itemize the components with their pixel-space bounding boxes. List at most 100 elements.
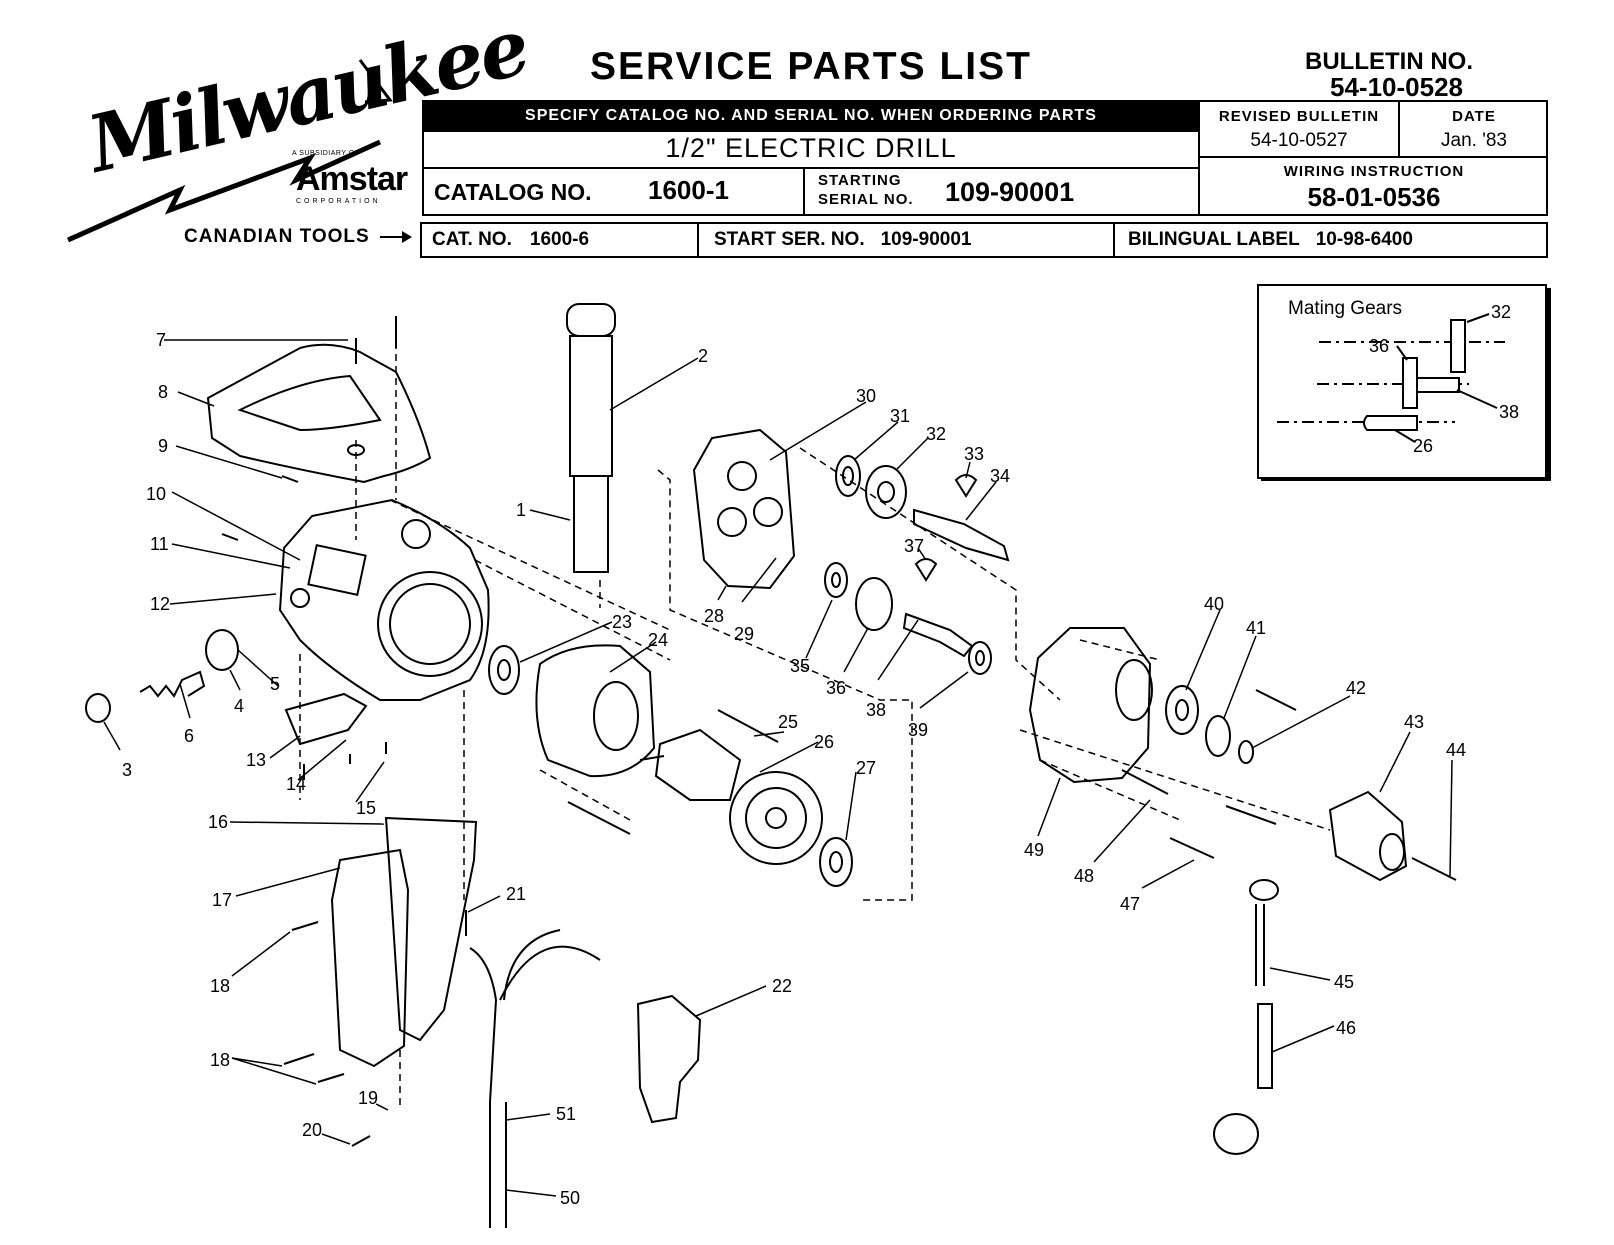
- spindle-part: [566, 303, 616, 337]
- gear-housing-part: [278, 498, 490, 701]
- field-part: [535, 644, 656, 778]
- ordering-note: SPECIFY CATALOG NO. AND SERIAL NO. WHEN …: [525, 107, 1097, 124]
- screw-part: [317, 1073, 345, 1083]
- bearing-part: [968, 641, 992, 675]
- spindle-part: [573, 475, 609, 573]
- divider: [1198, 156, 1548, 158]
- gear-plate-part: [692, 428, 796, 590]
- part-label-30: 30: [856, 386, 876, 406]
- leader-line: [609, 357, 699, 411]
- inset-shadow: [1547, 288, 1551, 481]
- leader-line: [175, 445, 283, 479]
- divider: [803, 167, 805, 216]
- assembly-line: [1039, 759, 1181, 821]
- part-label-11: 11: [150, 534, 169, 554]
- part-label-15: 15: [356, 798, 376, 818]
- screw-part: [1225, 805, 1277, 825]
- leader-line: [231, 931, 291, 977]
- gear-plate-part: [727, 461, 757, 491]
- part-label-5: 5: [270, 674, 280, 694]
- gear-part: [877, 481, 895, 503]
- part-label-49: 49: [1024, 840, 1044, 860]
- leader-lines: [103, 339, 1453, 1197]
- key-holder-part: [1213, 1113, 1259, 1155]
- leader-line: [375, 1103, 389, 1111]
- assembly-line: [1019, 729, 1331, 831]
- bearing-part: [975, 650, 985, 666]
- mating-gears-title: Mating Gears: [1288, 298, 1403, 319]
- leader-line: [519, 621, 613, 663]
- leader-line: [695, 985, 767, 1017]
- part-label-35: 35: [790, 656, 810, 676]
- canadian-serial-number: 109-90001: [880, 229, 972, 250]
- leader-line: [229, 821, 385, 825]
- leader-line: [1141, 859, 1195, 889]
- part-label-36: 36: [826, 678, 846, 698]
- part-label-2: 2: [698, 346, 708, 366]
- gear-case-part: [1028, 627, 1152, 784]
- part-label-18b: 18: [210, 1050, 230, 1070]
- leader-line: [231, 1057, 283, 1067]
- revised-bulletin-number: 54-10-0527: [1250, 130, 1348, 151]
- mating-gears-inset: [1257, 284, 1547, 479]
- part-label-10: 10: [146, 484, 166, 504]
- leader-line: [769, 401, 867, 461]
- bearing-part: [831, 572, 841, 588]
- page-title: SERVICE PARTS LIST: [590, 45, 1032, 88]
- arrow-right-icon: [380, 231, 412, 243]
- inset-label: 32: [1491, 302, 1511, 322]
- leader-line: [505, 1113, 551, 1121]
- logo-subsidiary-text: A SUBSIDIARY OF: [292, 150, 360, 157]
- assembly-line: [1079, 639, 1161, 661]
- armature-part: [639, 755, 665, 761]
- inset-label: 38: [1499, 402, 1519, 422]
- ordering-note-bar: SPECIFY CATALOG NO. AND SERIAL NO. WHEN …: [424, 102, 1198, 130]
- bilingual-label-cell: BILINGUAL LABEL 10-98-6400: [1128, 224, 1413, 256]
- leader-line: [895, 437, 929, 471]
- part-label-8: 8: [158, 382, 168, 402]
- part-label-45: 45: [1334, 972, 1354, 992]
- armature-part: [729, 771, 823, 865]
- screw-part: [221, 533, 239, 541]
- bearing-part: [824, 562, 848, 598]
- leader-line: [231, 1057, 317, 1085]
- part-label-21: 21: [506, 884, 526, 904]
- part-label-50: 50: [560, 1188, 580, 1208]
- leader-line: [1093, 799, 1151, 863]
- screw-part: [1255, 689, 1297, 711]
- leader-line: [1271, 1025, 1335, 1053]
- part-label-13: 13: [246, 750, 266, 770]
- screw-part: [1169, 837, 1215, 859]
- part-label-42: 42: [1346, 678, 1366, 698]
- logo-parent-name: Amstar: [296, 160, 408, 198]
- cord-part: [499, 945, 601, 1001]
- wiring-instruction-label: WIRING INSTRUCTION: [1283, 162, 1465, 180]
- gear-housing-part: [377, 571, 483, 677]
- handle-part: [330, 848, 410, 1068]
- chuck-key-part: [1249, 879, 1279, 901]
- leader-line: [103, 721, 121, 751]
- gear-housing-part: [401, 519, 431, 549]
- leader-line: [805, 599, 833, 659]
- leader-line: [965, 461, 971, 479]
- gear-plate-part: [717, 507, 747, 537]
- part-label-16: 16: [208, 812, 228, 832]
- brush-cap-part: [85, 693, 111, 723]
- serial-number: 109-90001: [945, 176, 1075, 207]
- leader-line: [609, 641, 657, 673]
- key-part: [954, 474, 978, 498]
- part-label-28: 28: [704, 606, 724, 626]
- screw-part: [567, 801, 631, 835]
- leader-line: [235, 867, 341, 897]
- part-label-1: 1: [516, 500, 526, 520]
- top-cover-part: [237, 374, 382, 432]
- part-label-39: 39: [908, 720, 928, 740]
- top-cover-part: [206, 343, 432, 484]
- inset-label: 26: [1413, 436, 1433, 456]
- key-part: [914, 558, 938, 582]
- milwaukee-logo: Milwaukee A SUBSIDIARY OF Amstar CORPORA…: [60, 2, 535, 260]
- part-label-23: 23: [612, 612, 632, 632]
- part-label-6: 6: [184, 726, 194, 746]
- part-label-33: 33: [964, 444, 984, 464]
- divider: [1398, 100, 1400, 158]
